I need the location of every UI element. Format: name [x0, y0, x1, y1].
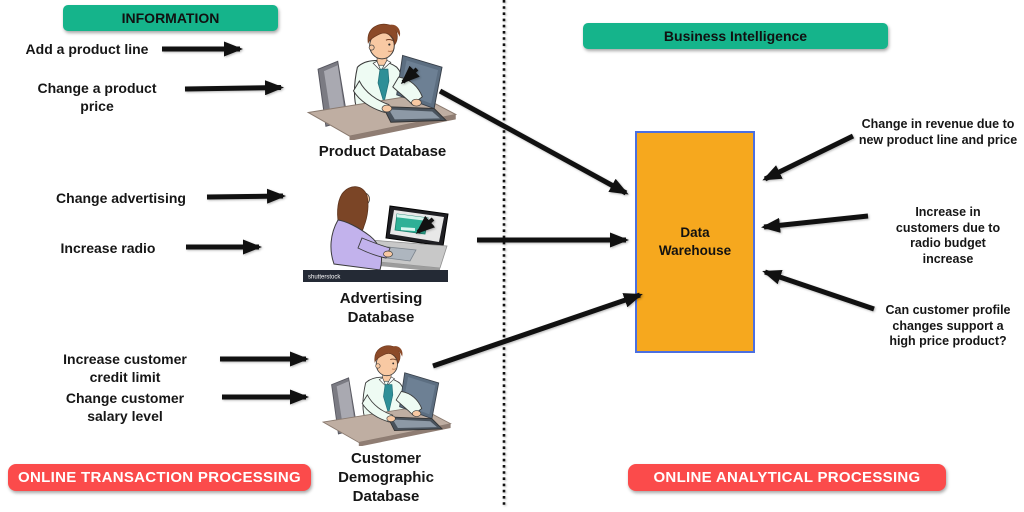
question-customer-profile: Can customer profile changes support a h…	[885, 303, 1011, 349]
product-database-person	[307, 23, 457, 140]
olap-banner: ONLINE ANALYTICAL PROCESSING	[628, 464, 946, 491]
arrow-customers-question-to-warehouse	[761, 213, 869, 233]
arrow-product-db-to-warehouse	[438, 88, 629, 196]
woman-at-computer-figure	[330, 186, 393, 271]
oltp-banner: ONLINE TRANSACTION PROCESSING	[8, 464, 311, 491]
arrow-customer-db-to-warehouse	[432, 292, 643, 369]
arrow-change-product-price	[184, 80, 284, 96]
product-database-label: Product Database	[318, 143, 447, 160]
customer-database-person	[322, 345, 452, 446]
question-revenue-change: Change in revenue due to new product lin…	[858, 117, 1018, 147]
desktop-computer-icon	[385, 205, 449, 247]
shutterstock-watermark: shutterstock	[308, 275, 341, 281]
arrow-change-advertising	[206, 188, 286, 204]
input-label-change-salary-level: Change customer salary level	[65, 390, 185, 425]
business-intelligence-banner: Business Intelligence	[583, 23, 888, 49]
information-banner: INFORMATION	[63, 5, 278, 31]
arrow-profile-question-to-warehouse	[762, 269, 875, 312]
input-label-increase-radio: Increase radio	[60, 240, 156, 256]
input-label-change-product-price: Change a product price	[37, 80, 157, 115]
input-label-add-product-line: Add a product line	[25, 41, 149, 57]
advertising-database-label: Advertising Database	[339, 290, 423, 326]
data-warehouse-box: Data Warehouse	[635, 131, 755, 353]
data-warehouse-label: Data Warehouse	[658, 225, 732, 258]
arrow-revenue-question-to-warehouse	[762, 133, 855, 182]
watermark-bar: shutterstock	[303, 270, 448, 282]
advertising-database-person: shutterstock	[303, 186, 449, 282]
question-customer-increase: Increase in customers due to radio budge…	[895, 205, 1001, 266]
input-label-change-advertising: Change advertising	[56, 190, 186, 206]
input-label-increase-credit-limit: Increase customer credit limit	[63, 351, 187, 386]
customer-demographic-database-label: Customer Demographic Database	[338, 450, 434, 505]
